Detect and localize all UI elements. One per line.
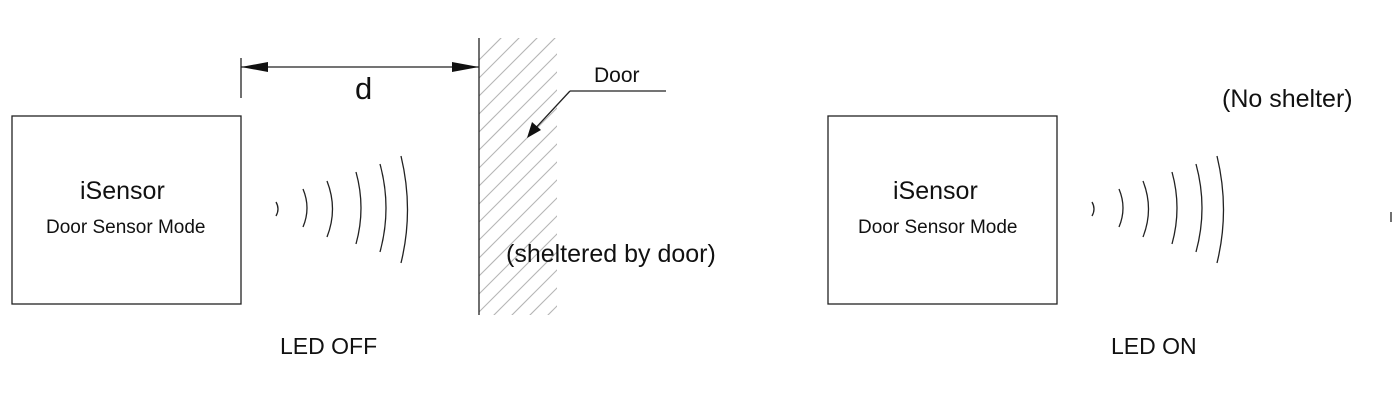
distance-dimension: d <box>240 58 479 106</box>
dimension-arrow-right-icon <box>452 62 479 72</box>
led-on-label: LED ON <box>1111 333 1197 359</box>
right-sensor-mode: Door Sensor Mode <box>858 217 1017 238</box>
left-sensor-box <box>11 115 242 305</box>
right-scene: iSensor Door Sensor Mode (No shelter) LE… <box>827 85 1392 359</box>
door-leader: Door <box>527 64 666 138</box>
distance-label: d <box>355 71 372 106</box>
led-off-label: LED OFF <box>280 333 377 359</box>
right-sensor-name: iSensor <box>893 177 978 205</box>
left-signal-waves-icon <box>275 155 409 264</box>
left-sensor-name: iSensor <box>80 177 165 205</box>
right-signal-waves-icon <box>1091 155 1225 264</box>
dimension-arrow-left-icon <box>241 62 268 72</box>
left-sensor-mode: Door Sensor Mode <box>46 217 205 238</box>
left-scene: iSensor Door Sensor Mode d <box>11 38 716 359</box>
sheltered-note: (sheltered by door) <box>506 240 716 268</box>
door-leader-arrow-icon <box>527 122 541 138</box>
no-shelter-note: (No shelter) <box>1222 85 1353 113</box>
door-label: Door <box>594 64 640 87</box>
right-sensor-box <box>827 115 1058 305</box>
door <box>478 38 557 315</box>
door-hatching <box>479 38 557 315</box>
